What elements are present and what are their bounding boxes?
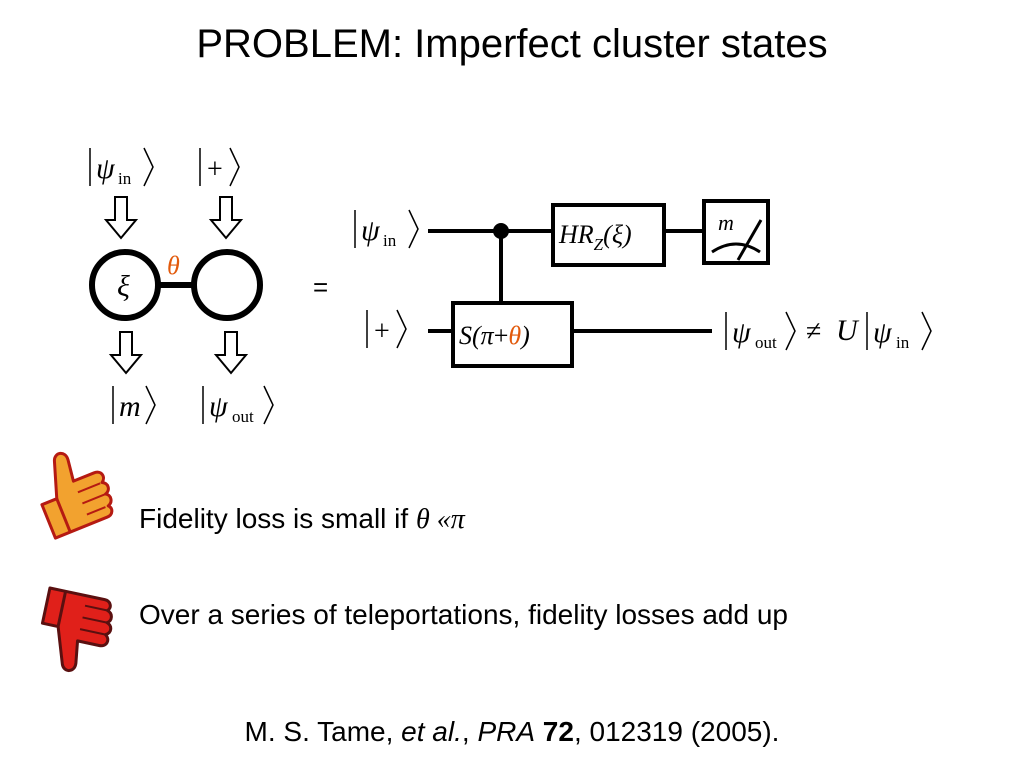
cluster-node-left xyxy=(89,249,161,321)
svg-text:out: out xyxy=(755,333,777,352)
svg-text:out: out xyxy=(232,407,254,426)
bullet-text-1: Fidelity loss is small if xyxy=(139,503,416,534)
down-arrow-icon xyxy=(103,196,139,240)
svg-text:ψ: ψ xyxy=(732,316,752,349)
ket-plus-cluster: + xyxy=(199,147,240,187)
cluster-node-right xyxy=(191,249,263,321)
svg-text:ψ: ψ xyxy=(361,214,381,247)
s-gate-label: S(π+θ) xyxy=(459,321,530,350)
svg-text:+: + xyxy=(374,316,390,347)
svg-text:ψ: ψ xyxy=(96,152,116,185)
svg-text:+: + xyxy=(207,154,223,185)
svg-text:≠: ≠ xyxy=(806,316,821,347)
bullet-fidelity-losses: Over a series of teleportations, fidelit… xyxy=(139,599,788,631)
svg-text:in: in xyxy=(896,333,910,352)
svg-text:U: U xyxy=(836,314,860,347)
ket-psi-in-circuit: ψ in xyxy=(354,209,419,250)
bullet-fidelity-small: Fidelity loss is small if θ «π xyxy=(139,503,465,536)
node-xi-label: ξ xyxy=(117,270,130,303)
s-gate xyxy=(451,301,574,368)
ket-psi-out-cluster: ψ out xyxy=(202,385,274,426)
down-arrow-icon xyxy=(208,196,244,240)
theta-much-less-pi: θ «π xyxy=(415,504,465,535)
svg-text:m: m xyxy=(718,210,734,235)
svg-text:in: in xyxy=(383,231,397,250)
control-dot xyxy=(493,223,509,239)
thumbs-up-icon xyxy=(40,451,114,540)
output-expression: ψ out ≠ U ψ in xyxy=(725,311,932,352)
bond-theta-label: θ xyxy=(167,251,180,280)
hr-z-gate-label: HRZ(ξ) xyxy=(558,220,632,254)
ket-plus-circuit: + xyxy=(366,309,407,349)
measurement-meter-icon: m xyxy=(702,199,770,265)
ket-m: m xyxy=(112,385,156,425)
svg-text:m: m xyxy=(119,390,141,423)
ket-psi-in-cluster: ψ in xyxy=(89,147,154,188)
thumbs-down-icon xyxy=(40,586,113,673)
svg-text:in: in xyxy=(118,169,132,188)
bullet-text-2: Over a series of teleportations, fidelit… xyxy=(139,599,789,630)
down-arrow-icon xyxy=(108,331,144,375)
svg-text:ψ: ψ xyxy=(209,390,229,423)
down-arrow-icon xyxy=(213,331,249,375)
slide-title: PROBLEM: Imperfect cluster states xyxy=(196,22,828,66)
svg-text:ψ: ψ xyxy=(873,316,893,349)
citation: M. S. Tame, et al., PRA 72, 012319 (2005… xyxy=(244,716,780,747)
hr-z-gate xyxy=(551,203,666,267)
equals-sign: = xyxy=(313,272,328,302)
